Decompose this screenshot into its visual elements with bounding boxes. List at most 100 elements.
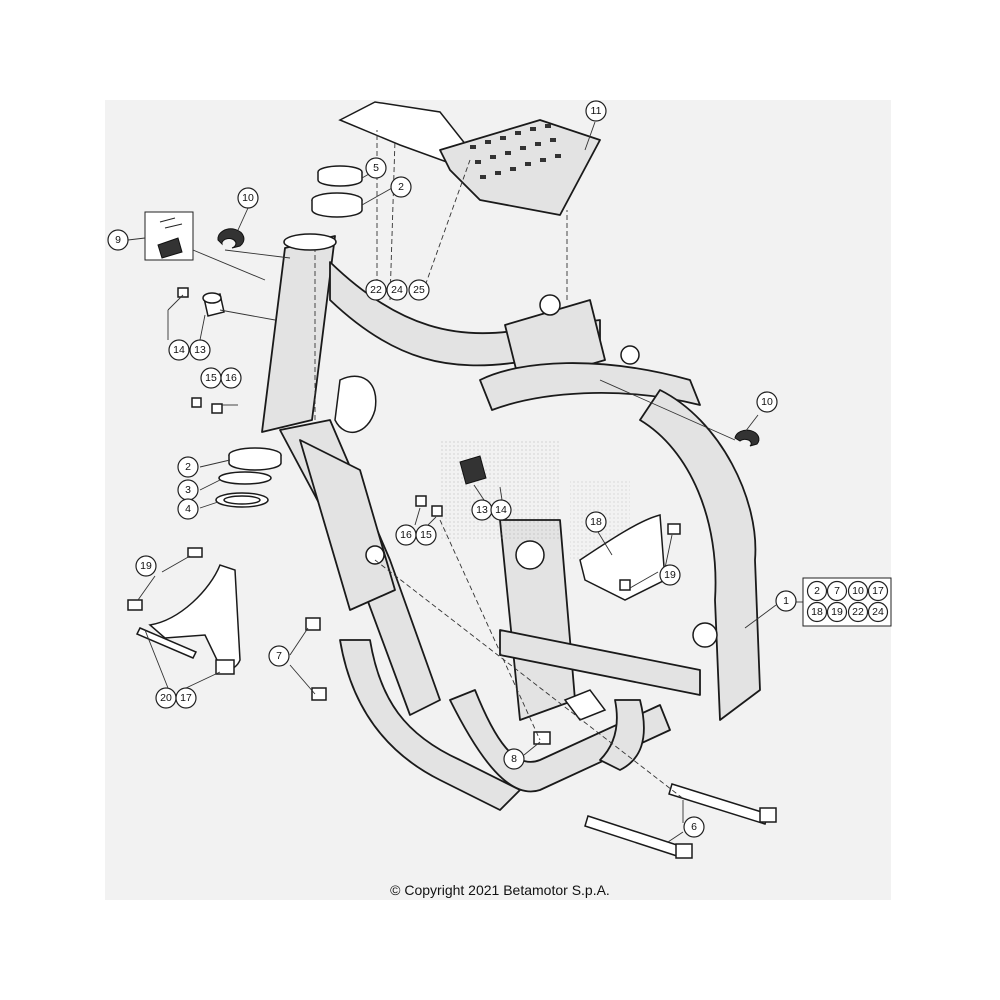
front-lower-plate	[299, 439, 396, 611]
callout-19-left: 19	[135, 555, 157, 577]
svg-text:15: 15	[205, 372, 217, 384]
callout-15-front: 15	[200, 367, 222, 389]
svg-text:3: 3	[185, 484, 191, 496]
kit-item-7: 7	[826, 580, 848, 602]
callout-3: 3	[177, 479, 199, 501]
svg-text:10: 10	[242, 192, 254, 204]
bushing-13-mid	[459, 455, 487, 485]
svg-text:2: 2	[185, 461, 191, 473]
rear-loop	[639, 389, 761, 721]
callout-17: 17	[175, 687, 197, 709]
callout-16-mid: 16	[395, 524, 417, 546]
svg-text:14: 14	[173, 344, 185, 356]
cable-clamp-front	[217, 228, 245, 249]
bolt-14-front	[177, 287, 189, 298]
svg-text:18: 18	[811, 606, 823, 618]
engine-mount-left	[127, 547, 241, 675]
steering-bearings-bottom	[215, 447, 282, 508]
lower-cradle-right	[449, 689, 671, 793]
callout-1: 1	[775, 590, 797, 612]
svg-text:6: 6	[691, 821, 697, 833]
svg-text:10: 10	[761, 396, 773, 408]
steering-head-tube	[261, 235, 336, 433]
kit-item-17: 17	[867, 580, 889, 602]
callout-14-mid: 14	[490, 499, 512, 521]
svg-text:17: 17	[872, 585, 884, 597]
svg-text:24: 24	[391, 284, 403, 296]
kit-item-18: 18	[806, 601, 828, 623]
callout-6: 6	[683, 816, 705, 838]
nuts-7	[305, 617, 327, 701]
svg-text:13: 13	[476, 504, 488, 516]
svg-text:20: 20	[160, 692, 172, 704]
svg-text:15: 15	[420, 529, 432, 541]
copyright-notice: © Copyright 2021 Betamotor S.p.A.	[390, 882, 610, 898]
callout-9: 9	[107, 229, 129, 251]
svg-text:7: 7	[834, 585, 840, 597]
long-bolts-6	[584, 783, 777, 859]
svg-text:24: 24	[872, 606, 884, 618]
kit-item-22: 22	[847, 601, 869, 623]
callout-18: 18	[585, 511, 607, 533]
svg-text:1: 1	[783, 595, 789, 607]
assembly-lines	[314, 130, 686, 801]
svg-text:14: 14	[495, 504, 507, 516]
callout-22: 22	[365, 279, 387, 301]
callout-15-mid: 15	[415, 524, 437, 546]
kit-item-19: 19	[826, 601, 848, 623]
svg-text:19: 19	[140, 560, 152, 572]
skid-plate	[338, 101, 601, 216]
callout-2-bottom: 2	[177, 456, 199, 478]
steering-bearings-top	[311, 165, 363, 218]
svg-text:18: 18	[590, 516, 602, 528]
callout-13-mid: 13	[471, 499, 493, 521]
svg-text:8: 8	[511, 753, 517, 765]
kit-item-10: 10	[847, 580, 869, 602]
frame-assembly	[261, 233, 761, 811]
rear-lower-tube	[599, 699, 645, 771]
svg-text:7: 7	[276, 650, 282, 662]
callout-8: 8	[503, 748, 525, 770]
callout-24: 24	[386, 279, 408, 301]
cable-clamp-rear	[734, 429, 760, 447]
nuts-15-16-front	[191, 397, 223, 414]
nuts-15-16-mid	[415, 495, 443, 517]
callout-2-top: 2	[390, 176, 412, 198]
callout-25: 25	[408, 279, 430, 301]
svg-text:22: 22	[852, 606, 864, 618]
callout-10-rear: 10	[756, 391, 778, 413]
callout-19-right: 19	[659, 564, 681, 586]
svg-text:25: 25	[413, 284, 425, 296]
callout-10-front: 10	[237, 187, 259, 209]
svg-text:22: 22	[370, 284, 382, 296]
svg-text:9: 9	[115, 234, 121, 246]
callout-16-front: 16	[220, 367, 242, 389]
callout-11: 11	[585, 100, 607, 122]
engine-mount-right	[579, 514, 681, 601]
svg-text:19: 19	[831, 606, 843, 618]
bushing-13-front	[202, 292, 225, 317]
svg-text:13: 13	[194, 344, 206, 356]
svg-text:2: 2	[814, 585, 820, 597]
callout-13-front: 13	[189, 339, 211, 361]
callout-5: 5	[365, 157, 387, 179]
svg-text:16: 16	[225, 372, 237, 384]
callout-4: 4	[177, 498, 199, 520]
lower-cradle-left	[339, 639, 521, 811]
svg-text:17: 17	[180, 692, 192, 704]
svg-text:2: 2	[398, 181, 404, 193]
callout-14-front: 14	[168, 339, 190, 361]
svg-text:11: 11	[591, 105, 602, 117]
rear-cross-tube	[479, 362, 701, 411]
pin-kit	[144, 211, 194, 261]
svg-text:16: 16	[400, 529, 412, 541]
svg-text:19: 19	[664, 569, 676, 581]
svg-text:4: 4	[185, 503, 191, 515]
callout-7: 7	[268, 645, 290, 667]
kit-item-24: 24	[867, 601, 889, 623]
svg-text:10: 10	[852, 585, 864, 597]
svg-text:5: 5	[373, 162, 379, 174]
callout-20: 20	[155, 687, 177, 709]
swingarm-crossbar	[499, 629, 701, 696]
